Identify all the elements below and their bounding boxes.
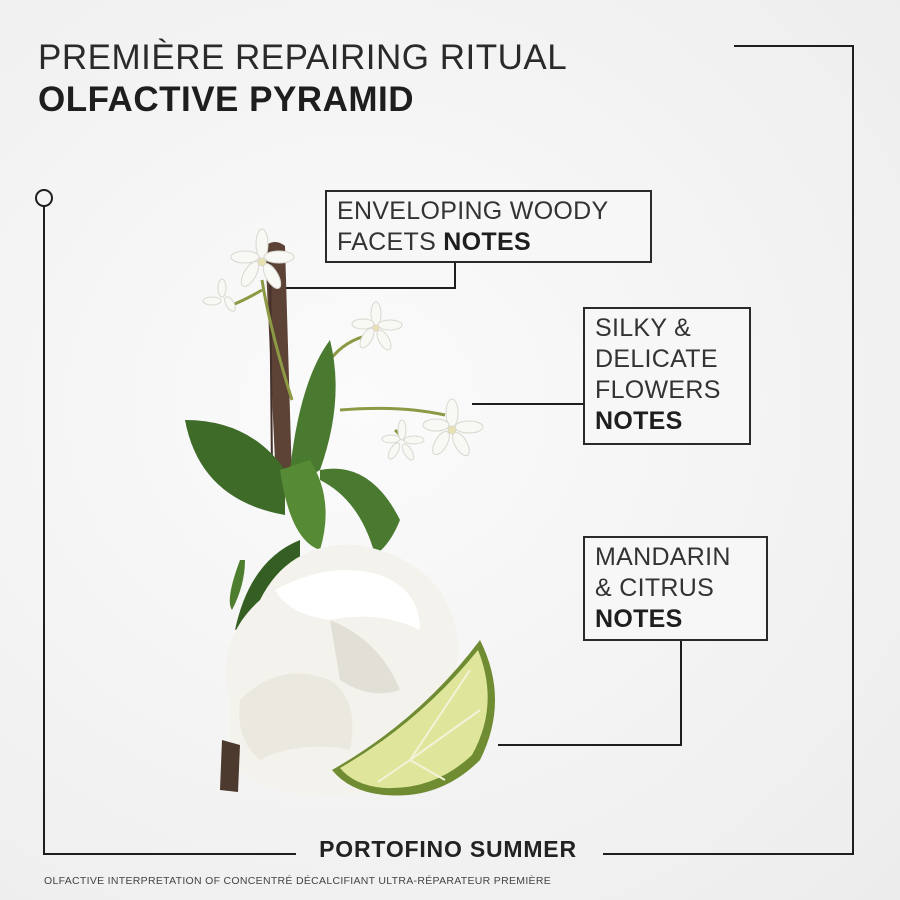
botanical-illustration bbox=[185, 228, 495, 796]
page-title-line1: PREMIÈRE REPAIRING RITUAL bbox=[38, 38, 568, 77]
citrus-emphasis: NOTES bbox=[595, 605, 683, 633]
leaves bbox=[185, 340, 400, 630]
frame-right-line bbox=[603, 45, 854, 855]
flowers-line2: DELICATE bbox=[595, 345, 718, 373]
flowers-line3: FLOWERS bbox=[595, 376, 721, 404]
frame-left-line bbox=[43, 207, 296, 855]
page-title-line2: OLFACTIVE PYRAMID bbox=[38, 80, 415, 119]
connector-base bbox=[498, 641, 682, 746]
woody-emphasis: NOTES bbox=[443, 228, 531, 256]
flower-stems bbox=[231, 279, 446, 442]
note-box-citrus: MANDARIN & CITRUS NOTES bbox=[583, 536, 768, 641]
frame-lines bbox=[35, 45, 854, 855]
jasmine-flowers bbox=[202, 228, 484, 461]
woody-line2: FACETS NOTES bbox=[337, 227, 640, 258]
citrus-line1: MANDARIN bbox=[595, 543, 731, 571]
flowers-emphasis: NOTES bbox=[595, 407, 683, 435]
flowers-line1: SILKY & bbox=[595, 314, 692, 342]
woody-line2-prefix: FACETS bbox=[337, 228, 444, 256]
footer-caption: OLFACTIVE INTERPRETATION OF CONCENTRÉ DÉ… bbox=[44, 875, 552, 887]
lime-slice bbox=[332, 640, 495, 796]
fragrance-name: PORTOFINO SUMMER bbox=[319, 836, 577, 862]
connector-top bbox=[280, 263, 456, 289]
note-box-woody: ENVELOPING WOODY FACETS NOTES bbox=[325, 190, 652, 263]
wood-stick bbox=[265, 242, 292, 486]
frame-start-circle bbox=[35, 189, 53, 207]
woody-line1: ENVELOPING WOODY bbox=[337, 197, 609, 225]
note-box-flowers: SILKY & DELICATE FLOWERS NOTES bbox=[583, 307, 751, 445]
citrus-line2: & CITRUS bbox=[595, 574, 715, 602]
